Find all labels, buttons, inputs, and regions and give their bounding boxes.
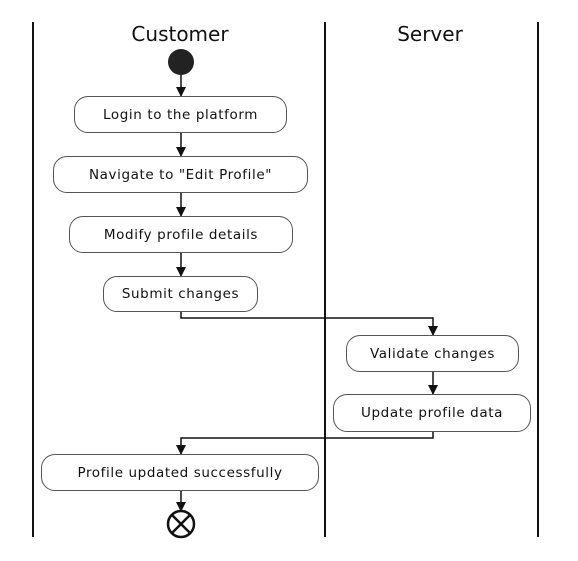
end-node [166, 509, 196, 539]
activity-validate: Validate changes [346, 335, 519, 372]
activity-update: Update profile data [333, 394, 531, 432]
activity-success: Profile updated successfully [41, 454, 319, 491]
flow-submit-validate [180, 312, 438, 336]
activity-login: Login to the platform [74, 96, 287, 133]
start-node [168, 49, 194, 75]
lane-title-server: Server [397, 22, 463, 46]
flow-update-success [176, 432, 434, 455]
activity-navigate: Navigate to "Edit Profile" [53, 156, 308, 193]
activity-submit: Submit changes [103, 276, 258, 312]
activity-modify: Modify profile details [69, 216, 293, 253]
lane-title-customer: Customer [131, 22, 229, 46]
